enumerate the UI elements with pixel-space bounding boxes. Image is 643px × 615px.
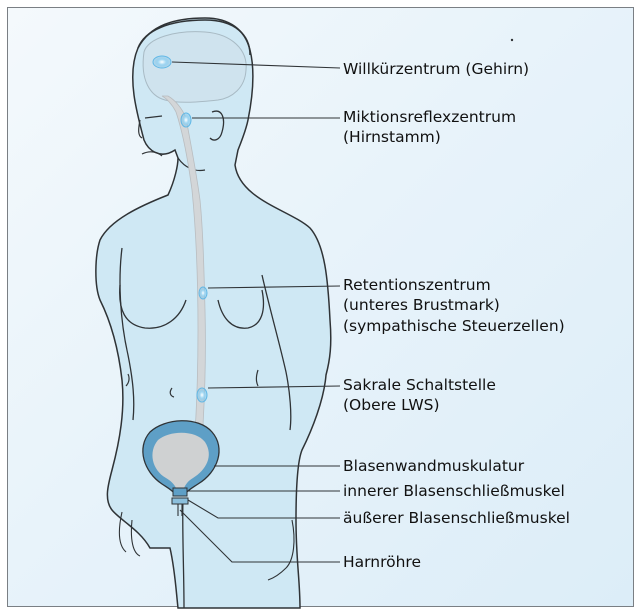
label-sympathische-steuerzellen: (sympathische Steuerzellen) [343,317,565,336]
label-retentionszentrum: Retentionszentrum [343,276,491,295]
label-aeusserer-blasenschliessmuskel: äußerer Blasenschließmuskel [343,509,570,528]
label-willkuerzentrum: Willkürzentrum (Gehirn) [343,60,529,79]
label-harnroehre: Harnröhre [343,553,421,572]
label-hirnstamm: (Hirnstamm) [343,128,441,147]
node-miktion [181,113,191,127]
outer-sphincter [172,498,188,504]
node-retention [199,287,207,299]
label-innerer-blasenschliessmuskel: innerer Blasenschließmuskel [343,482,565,501]
inner-sphincter [173,488,187,496]
stray-dot [511,39,513,41]
body-silhouette [96,18,331,608]
node-willkuer [153,56,171,68]
label-miktionsreflexzentrum: Miktionsreflexzentrum [343,108,516,127]
label-obere-lws: (Obere LWS) [343,396,440,415]
label-blasenwandmuskulatur: Blasenwandmuskulatur [343,457,524,476]
label-sakrale-schaltstelle: Sakrale Schaltstelle [343,376,496,395]
node-sakral [197,388,207,402]
label-unteres-brustmark: (unteres Brustmark) [343,296,500,315]
